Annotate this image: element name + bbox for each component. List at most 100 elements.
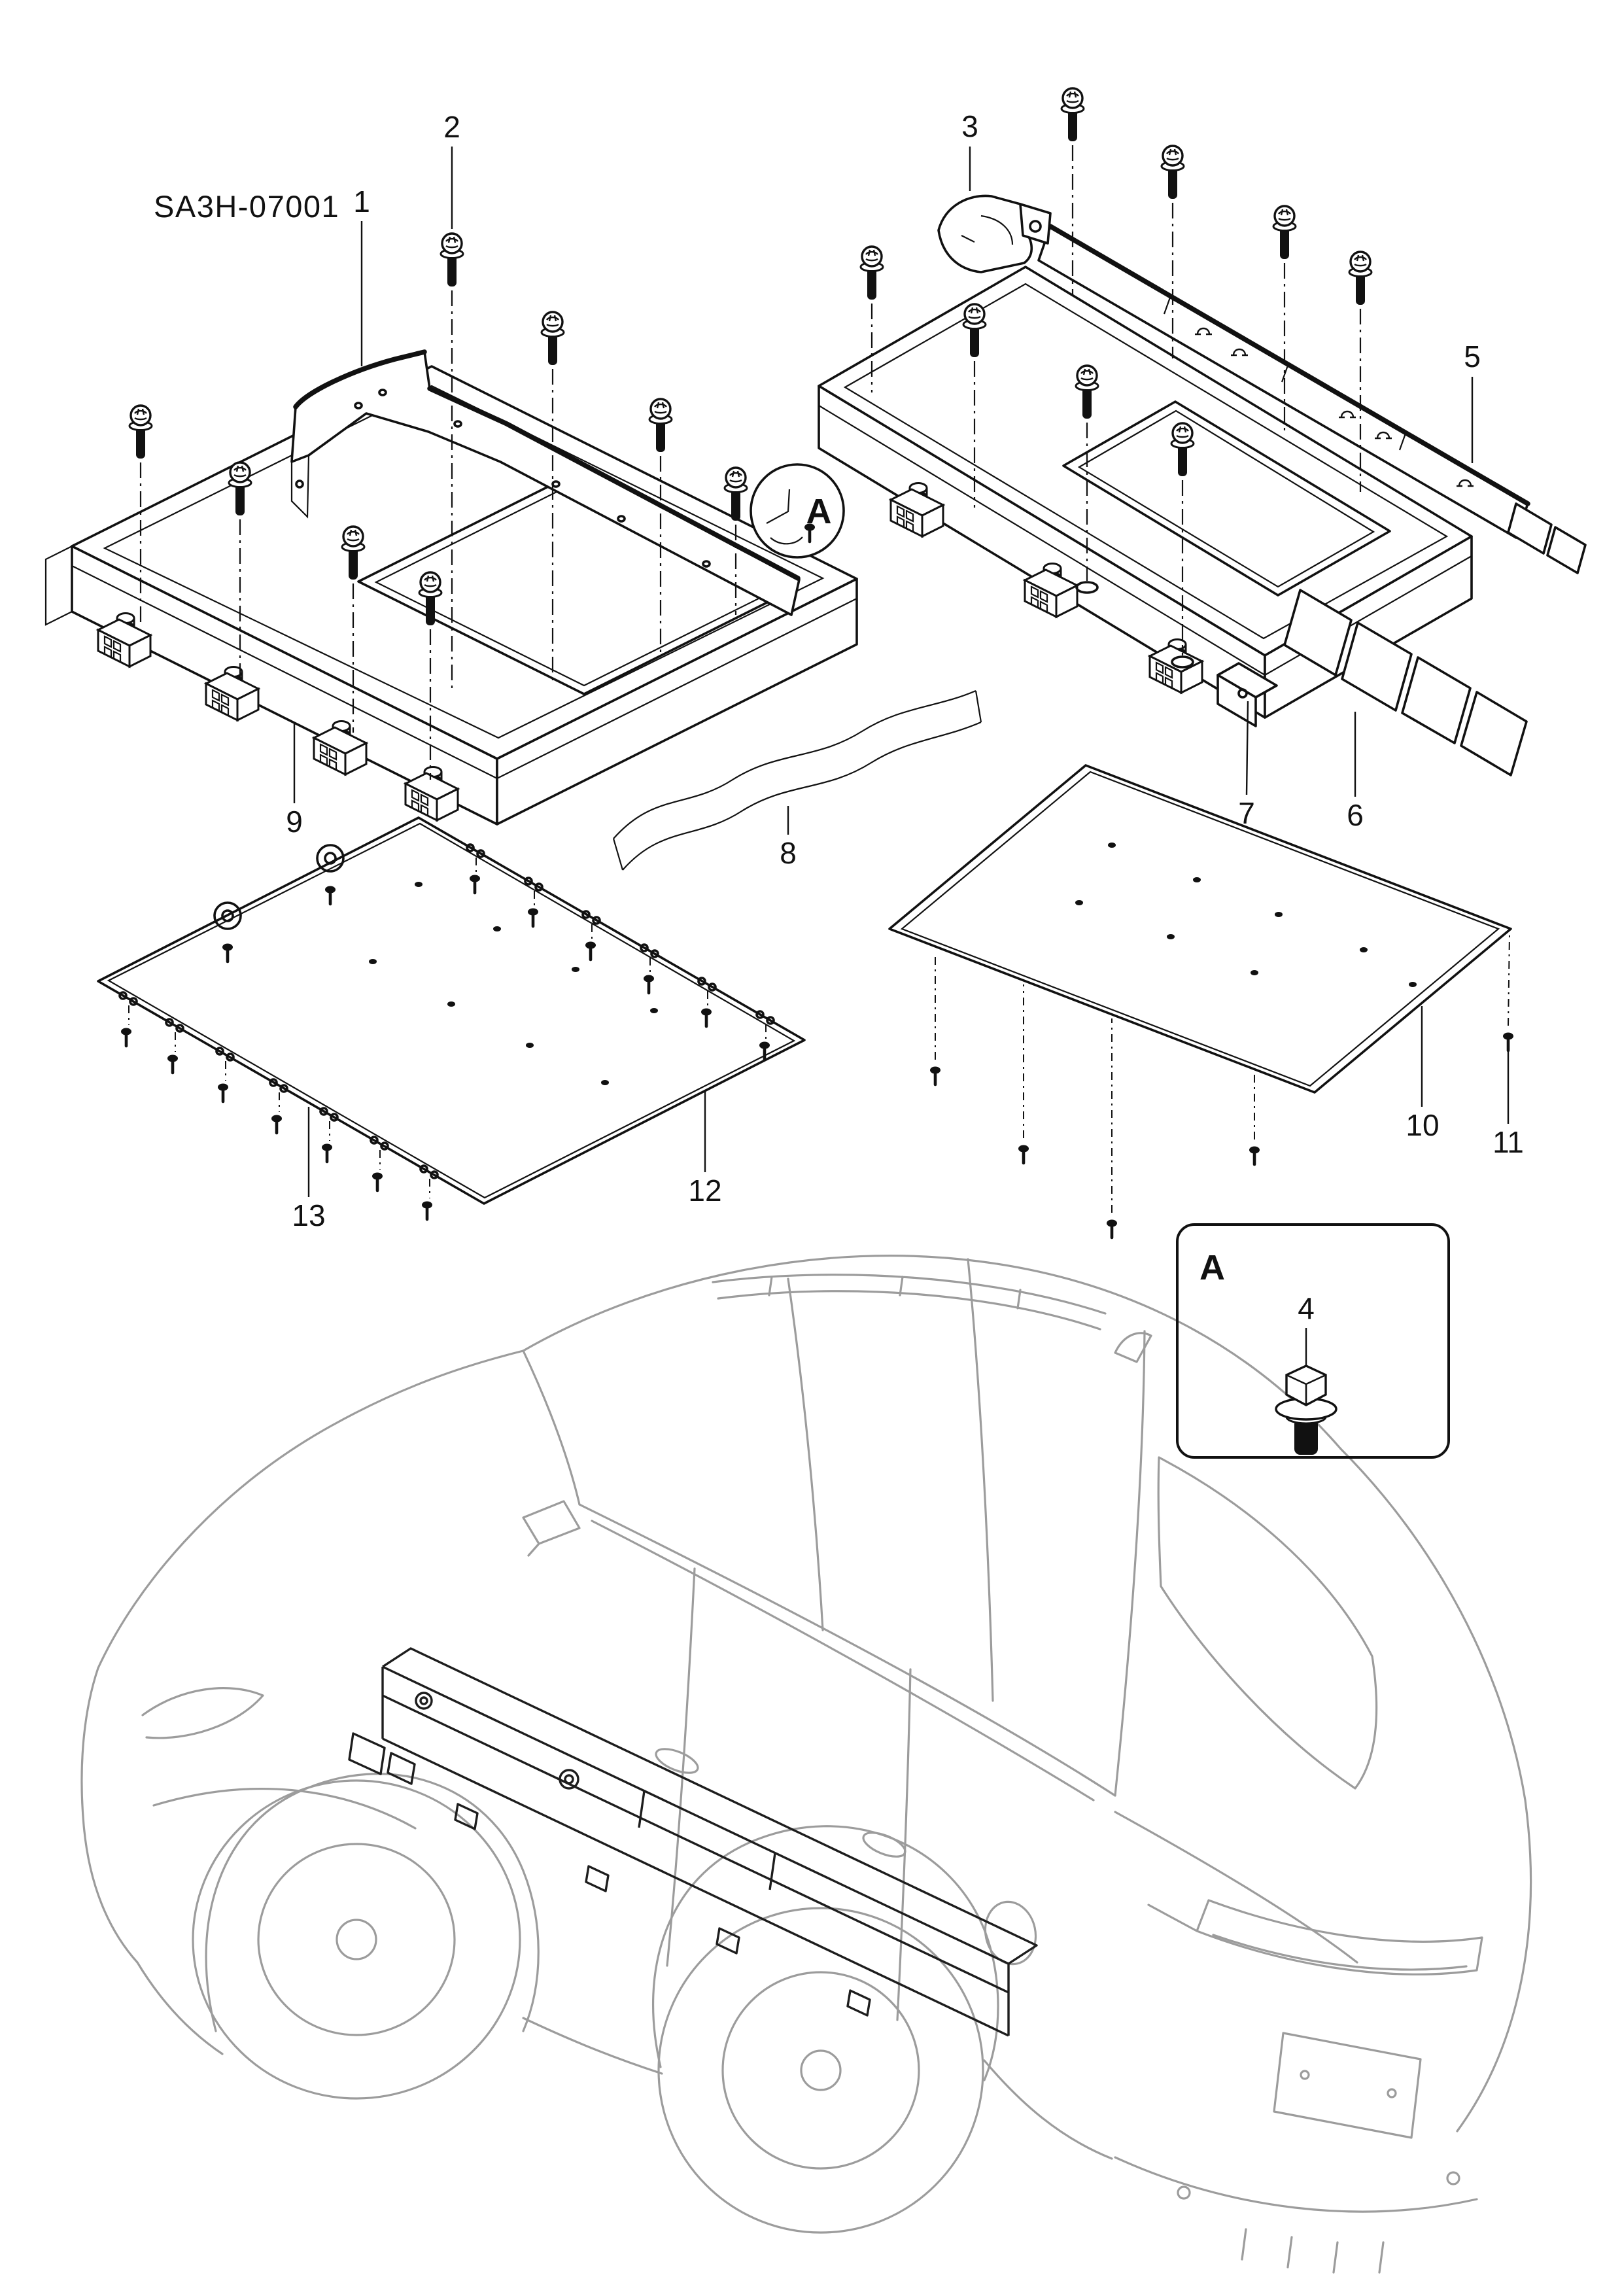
screw-icon — [1018, 1145, 1029, 1164]
battery-pack-assembly-left: A — [44, 232, 858, 826]
battery-port — [415, 1692, 433, 1710]
battery-end-caps — [381, 1667, 1010, 2036]
panel-outline — [888, 764, 1512, 1094]
panel-grommet-inner — [324, 852, 337, 865]
bolt-icon — [128, 404, 153, 460]
screw-icon — [372, 1173, 383, 1191]
bolt-icon — [540, 311, 565, 366]
side-strip-6 — [1283, 589, 1528, 776]
panel-grommet — [316, 844, 345, 873]
callout-6: 6 — [1347, 798, 1364, 832]
c-pillar — [967, 1258, 994, 1702]
pack-bolts-left — [128, 232, 748, 780]
callout-11: 11 — [1493, 1125, 1524, 1159]
detail-circle-label: A — [806, 492, 832, 531]
screw-icon — [121, 1028, 131, 1047]
pack-seams — [818, 405, 1472, 676]
b-pillar — [787, 1278, 824, 1631]
panel-edge-screws-bottom — [118, 991, 439, 1219]
screw-icon — [218, 1084, 228, 1102]
tailgate-side — [1339, 1448, 1532, 2132]
battery-bottom-edge — [382, 1737, 1009, 2037]
callout-12: 12 — [688, 1174, 721, 1208]
battery-foot — [585, 1865, 610, 1892]
parking-sensor — [1177, 2185, 1191, 2200]
rear-window — [1157, 1456, 1378, 1790]
diagram-code: SA3H-07001 — [154, 189, 339, 224]
callout-4: 4 — [1298, 1291, 1315, 1325]
bolt-icon — [440, 232, 464, 288]
bolt-icon — [1272, 205, 1297, 260]
rail-1-thick-edge — [293, 349, 801, 581]
battery-foot — [846, 1989, 871, 2017]
callout-5: 5 — [1464, 339, 1481, 374]
corner-bracket-7 — [1216, 662, 1278, 727]
battery-connector — [348, 1732, 416, 1785]
vehicle-outline — [80, 1255, 1532, 2274]
front-lower-line — [136, 1961, 224, 2055]
fender-crease — [152, 1787, 417, 1830]
panel-inner-line — [107, 822, 796, 1199]
plate-bolt — [1387, 2088, 1397, 2098]
screw-icon — [1107, 1220, 1117, 1238]
front-door-cut — [666, 1567, 696, 1967]
panel-interior-dots — [1075, 843, 1417, 987]
callout-9: 9 — [286, 805, 303, 839]
bolt-icon — [1348, 251, 1373, 306]
gasket-bottom-edge — [622, 721, 982, 871]
callout-13: 13 — [292, 1198, 325, 1232]
detail-box-frame — [1176, 1223, 1450, 1459]
callout-3: 3 — [961, 109, 978, 143]
roof-line — [522, 1255, 1342, 1450]
headlight-outline — [141, 1687, 264, 1739]
panel-interior-dots — [369, 882, 658, 1085]
bolt-icon — [859, 245, 884, 301]
panel-inner-line — [900, 771, 1500, 1087]
license-plate-recess — [1273, 2032, 1422, 2139]
rocker-line — [522, 2017, 663, 2075]
battery-foot — [454, 1803, 479, 1830]
charge-door — [984, 1900, 1037, 1966]
front-wheel-arch — [205, 1773, 540, 2032]
roof-rails — [712, 1274, 1107, 1331]
hood-line — [97, 1349, 525, 1669]
panel-edge-screws-top — [466, 843, 775, 1060]
bolt-icon — [1160, 145, 1185, 200]
taillight-band — [1147, 1899, 1483, 1975]
pack-front-right-face — [496, 578, 858, 826]
screw-icon — [167, 1055, 178, 1073]
callouts: SA3H-07001 1 2 3 5 6 7 8 9 10 11 12 13 — [154, 109, 1524, 1232]
front-face-line — [80, 1667, 139, 1964]
rear-wheel-arch — [651, 1825, 999, 2081]
panel-outline — [97, 816, 806, 1205]
rail-hole — [295, 479, 304, 489]
under-cover-panel-right — [888, 764, 1513, 1238]
battery-lid-edge — [382, 1647, 1038, 1965]
gasket-end-caps — [612, 690, 982, 871]
screw-icon — [930, 1067, 940, 1085]
gasket-strip-8 — [612, 689, 982, 871]
gasket-top-edge — [613, 689, 976, 839]
parking-sensor — [1446, 2171, 1460, 2185]
callout-7: 7 — [1238, 796, 1255, 830]
bumper-diffuser — [1114, 2156, 1478, 2274]
panel-fastener-screws — [930, 933, 1513, 1238]
door-handle — [862, 1832, 906, 1858]
screw-icon — [322, 1144, 332, 1162]
leader-line — [1245, 701, 1249, 795]
pack-end-tab — [44, 546, 73, 626]
flange-bolt-icon — [1275, 1365, 1337, 1455]
rear-hub — [800, 2049, 842, 2091]
panel-grommet-inner — [221, 909, 234, 922]
detail-box-label: A — [1199, 1248, 1225, 1287]
mounting-rail-5 — [1037, 224, 1587, 574]
rear-quarter-crease — [1114, 1811, 1358, 1964]
battery-face-port — [559, 1769, 579, 1790]
battery-seam — [382, 1694, 1009, 1994]
bolt-icon — [723, 466, 748, 522]
pack-tray — [1062, 400, 1391, 597]
detail-circle-A: A — [750, 463, 845, 559]
rear-wheel — [657, 1907, 984, 2234]
